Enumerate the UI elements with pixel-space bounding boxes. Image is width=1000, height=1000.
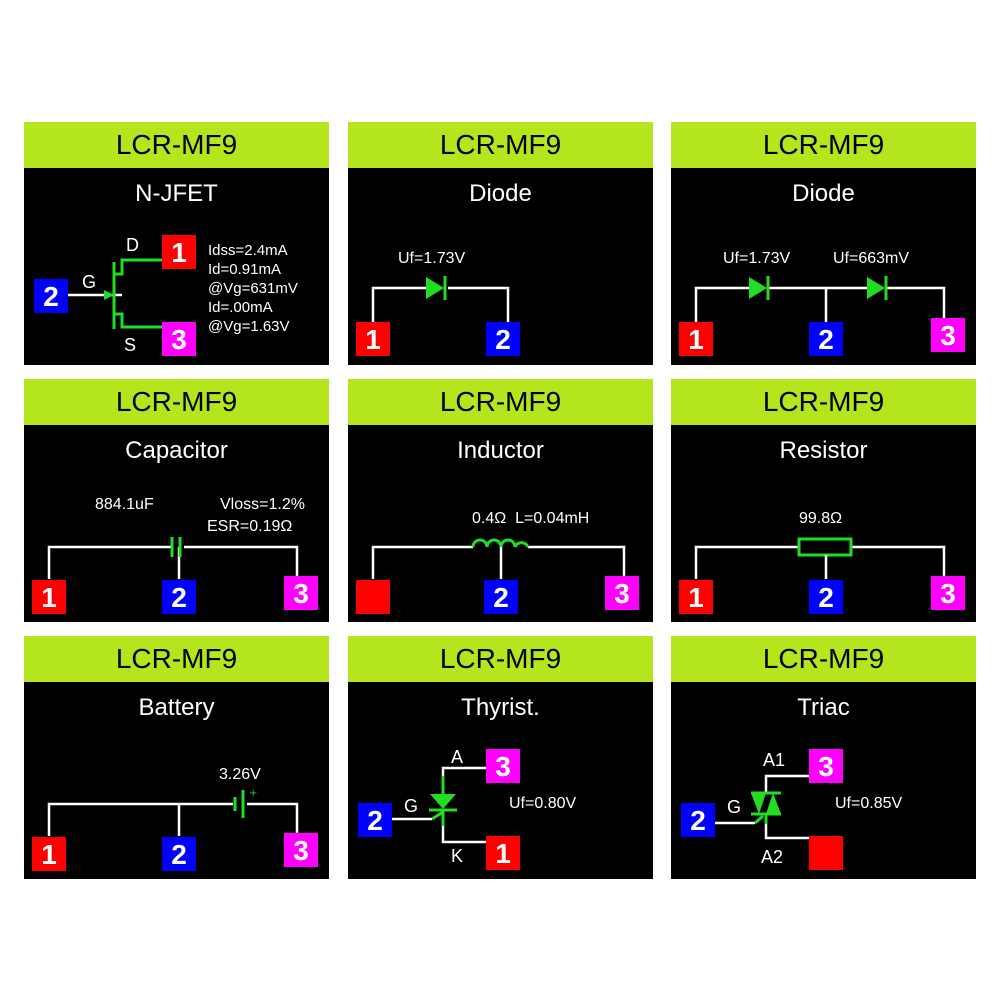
- forward-voltage: Uf=1.73V: [398, 250, 466, 267]
- pin-1: 1: [162, 235, 196, 269]
- panel-header: LCR-MF9: [671, 379, 976, 425]
- battery-schematic: +: [47, 788, 299, 836]
- pin-1: [356, 580, 390, 614]
- forward-voltage-1: Uf=1.73V: [723, 250, 791, 267]
- capacitor-schematic: [47, 537, 299, 579]
- source-lead: [114, 312, 162, 329]
- pin-3: 3: [931, 576, 965, 610]
- pin-1: 1: [356, 322, 390, 356]
- battery-voltage: 3.26V: [219, 766, 261, 783]
- diode-icon: [426, 277, 444, 299]
- component-title: Battery: [138, 694, 215, 721]
- esr: ESR=0.19Ω: [207, 518, 293, 535]
- forward-voltage-2: Uf=663mV: [833, 250, 910, 267]
- component-title: Diode: [792, 180, 855, 207]
- resistor-icon: [797, 537, 853, 557]
- pin-2: 2: [484, 580, 518, 614]
- pin-2: 2: [809, 322, 843, 356]
- dual-diode-schematic: [694, 276, 946, 322]
- panel-header: LCR-MF9: [348, 122, 653, 168]
- cathode-label: K: [451, 846, 464, 866]
- pin-1: 1: [32, 580, 66, 614]
- component-title: Thyrist.: [461, 694, 540, 721]
- panel-diode: LCR-MF9 Diode Uf=1.73V 1 2: [348, 122, 653, 365]
- drain-lead: [114, 258, 162, 276]
- panel-capacitor: LCR-MF9 Capacitor 884.1uF Vloss=1.2% ESR…: [24, 379, 329, 622]
- diode-schematic: [371, 276, 510, 322]
- measurement-vg-2: @Vg=1.63V: [208, 318, 290, 335]
- pin-1: 1: [679, 580, 713, 614]
- capacitance: 884.1uF: [95, 496, 154, 513]
- a2-label: A2: [761, 847, 784, 867]
- pin-3: 3: [486, 749, 520, 783]
- panel-header: LCR-MF9: [671, 636, 976, 682]
- thyristor-schematic: [392, 766, 486, 844]
- pin-2: 2: [486, 322, 520, 356]
- anode-label: A: [451, 747, 464, 767]
- triac-schematic: [715, 774, 809, 840]
- pin-3: 3: [284, 833, 318, 867]
- panel-njfet: LCR-MF9 N-JFET G D S 2 1 3 Idss=2.4mA Id…: [24, 122, 329, 365]
- pin-2: 2: [809, 580, 843, 614]
- measurement-id-2: Id=.00mA: [208, 299, 273, 316]
- component-title: Triac: [797, 694, 850, 721]
- thyristor-icon: [430, 794, 456, 809]
- panel-header: LCR-MF9: [348, 636, 653, 682]
- panel-header: LCR-MF9: [24, 122, 329, 168]
- pin-1: 1: [32, 837, 66, 871]
- panel-triac: LCR-MF9 Triac A1 G A2 Uf=0.85V 2 3: [671, 636, 976, 879]
- diode-icon: [867, 277, 885, 299]
- panel-battery: LCR-MF9 Battery + 3.26V 1 2 3: [24, 636, 329, 879]
- inductance: 0.4Ω L=0.04mH: [472, 510, 590, 527]
- gate-label: G: [404, 796, 419, 816]
- panel-diode-dual: LCR-MF9 Diode Uf=1.73V Uf=663mV 1 2 3: [671, 122, 976, 365]
- pin-3: 3: [284, 576, 318, 610]
- panel-resistor: LCR-MF9 Resistor 99.8Ω 1 2 3: [671, 379, 976, 622]
- triac-icon: [751, 793, 766, 814]
- pin-1: 1: [486, 836, 520, 870]
- measurement-vg: @Vg=631mV: [208, 280, 298, 297]
- resistor-schematic: [694, 537, 946, 579]
- panel-header: LCR-MF9: [671, 122, 976, 168]
- forward-voltage: Uf=0.85V: [835, 795, 903, 812]
- gate-label: G: [727, 797, 742, 817]
- panel-thyristor: LCR-MF9 Thyrist. A G K Uf=0.80V 2 3 1: [348, 636, 653, 879]
- component-title: Capacitor: [125, 437, 228, 464]
- drain-label: D: [126, 235, 139, 255]
- component-title: Diode: [469, 180, 532, 207]
- pin-2: 2: [162, 580, 196, 614]
- pin-2: 2: [34, 279, 68, 313]
- forward-voltage: Uf=0.80V: [509, 795, 577, 812]
- panel-header: LCR-MF9: [348, 379, 653, 425]
- gate-label: G: [82, 272, 97, 292]
- component-title: Resistor: [779, 437, 868, 464]
- pin-2: 2: [162, 837, 196, 871]
- pin-3: 3: [162, 322, 196, 356]
- njfet-schematic: [68, 258, 162, 329]
- pin-2: 2: [358, 803, 392, 837]
- pin-1: 1: [679, 322, 713, 356]
- panel-header: LCR-MF9: [24, 379, 329, 425]
- pin-3: 3: [605, 576, 639, 610]
- resistance: 99.8Ω: [799, 510, 843, 527]
- measurement-idss: Idss=2.4mA: [208, 242, 288, 259]
- measurement-id: Id=0.91mA: [208, 261, 281, 278]
- pin-red-empty: [809, 836, 843, 870]
- pin-2: 2: [681, 803, 715, 837]
- component-title: Inductor: [457, 437, 544, 464]
- a1-label: A1: [763, 750, 786, 770]
- source-label: S: [124, 335, 137, 355]
- vloss: Vloss=1.2%: [220, 496, 305, 513]
- inductor-icon: [471, 538, 530, 548]
- gate-arrow-icon: [104, 290, 114, 300]
- panel-header: LCR-MF9: [24, 636, 329, 682]
- panel-inductor: LCR-MF9 Inductor 0.4Ω L=0.04mH 2 3: [348, 379, 653, 622]
- diode-icon: [749, 277, 767, 299]
- inductor-schematic: [371, 538, 626, 579]
- svg-text:+: +: [249, 788, 257, 799]
- component-title: N-JFET: [135, 180, 218, 207]
- pin-3: 3: [931, 318, 965, 352]
- pin-3: 3: [809, 749, 843, 783]
